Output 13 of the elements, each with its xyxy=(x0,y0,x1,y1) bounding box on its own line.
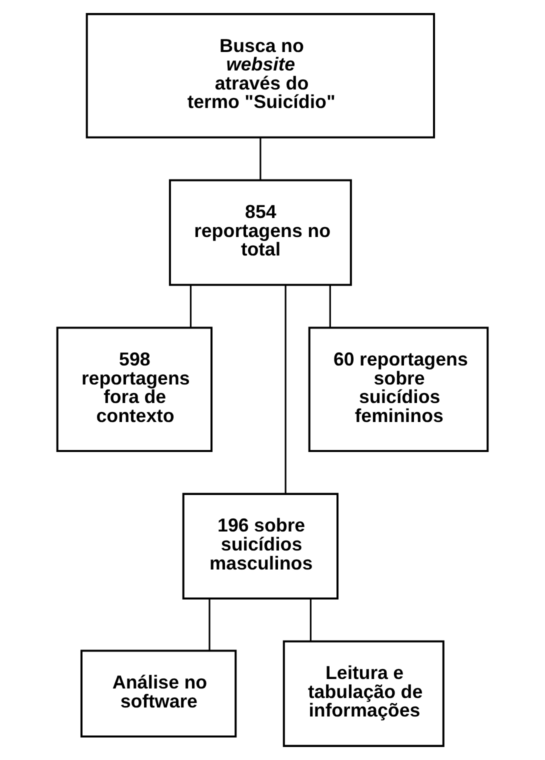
node-box: Busca no website através do termo "Suicídio" xyxy=(86,13,436,138)
node-box: 196 sobre suicídios masculinos xyxy=(182,492,339,600)
connector xyxy=(190,285,192,328)
node-box: 854 reportagens no total xyxy=(168,179,352,286)
connector xyxy=(260,138,262,180)
node-box: Análise no software xyxy=(80,650,237,738)
connector xyxy=(310,598,312,641)
connector xyxy=(208,598,210,651)
node-box: 598 reportagens fora de contexto xyxy=(56,326,213,452)
connector xyxy=(284,285,286,494)
node-box: 60 reportagens sobre suicídios femininos xyxy=(308,326,489,452)
node-box: Leitura e tabulação de informações xyxy=(282,640,444,747)
connector xyxy=(329,285,331,328)
